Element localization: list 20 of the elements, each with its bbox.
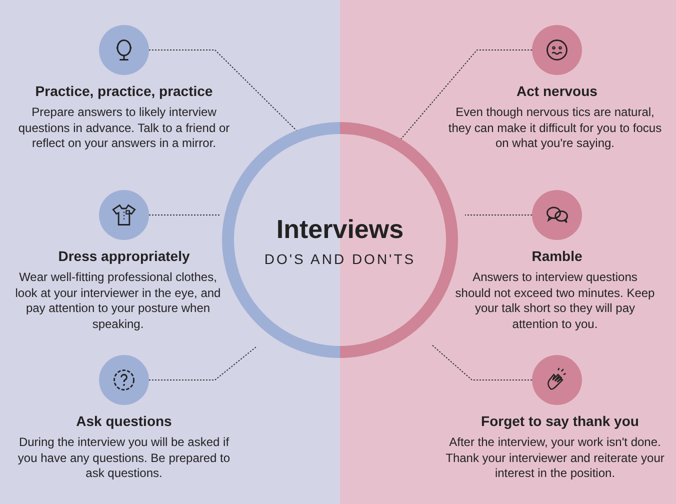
subtitle: DO'S AND DON'TS xyxy=(264,250,416,266)
item-heading: Forget to say thank you xyxy=(480,413,640,429)
leader-line xyxy=(400,50,532,140)
item-heading: Practice, practice, practice xyxy=(34,83,214,99)
leader-line xyxy=(148,50,298,132)
leader-line xyxy=(464,214,532,216)
leader-line xyxy=(148,346,256,380)
item-description: Answers to interview questions should not exceed two minutes. Keep your talk short so they will pay attention to you. xyxy=(455,270,655,332)
item-description: Even though nervous tics are natural, they can make it difficult for you to focus on what you're saying. xyxy=(447,105,663,152)
item-description: After the interview, your work isn't done. Thank your interviewer and reiterate your interest in the position. xyxy=(444,435,666,482)
leader-line xyxy=(148,214,220,216)
title: Interviews xyxy=(276,214,404,244)
item-description: During the interview you will be asked if you have any questions. Be prepared to ask questions. xyxy=(16,435,232,482)
item-heading: Act nervous xyxy=(516,83,598,99)
item-description: Prepare answers to likely interview questions in advance. Talk to a friend or reflect on your answers in a mirror. xyxy=(17,105,231,152)
item-heading: Ramble xyxy=(530,248,584,264)
item-heading: Ask questions xyxy=(75,413,173,429)
item-description: Wear well-fitting professional clothes, look at your interviewer in the eye, and pay attention to your posture when speaking. xyxy=(15,270,221,332)
item-heading: Dress appropriately xyxy=(57,248,191,264)
leader-line xyxy=(432,344,532,380)
